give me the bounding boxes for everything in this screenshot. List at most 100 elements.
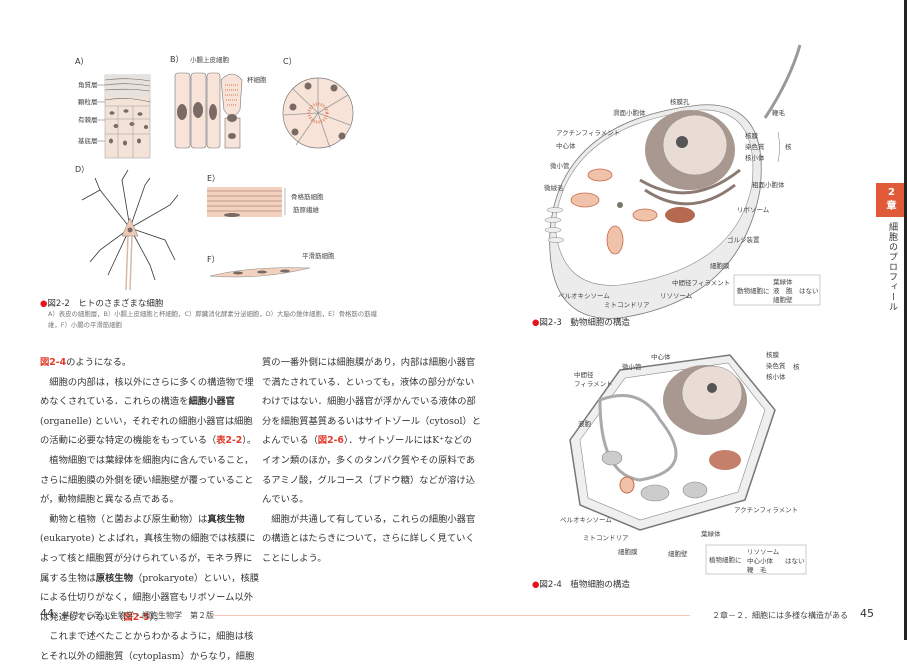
label-peroxisome: ペルオキシソーム xyxy=(560,516,612,524)
text-segment: (eukaryote) とよばれ，真核生物の細胞では核膜に xyxy=(40,533,256,545)
footer-divider xyxy=(212,615,690,616)
key-term: 細胞小器官 xyxy=(188,396,235,408)
key-term: 真核生物 xyxy=(207,513,245,525)
text-segment: んでいる。 xyxy=(262,494,309,506)
text-line: の活動に必要な特定の機能をもっている（表2-2）。 xyxy=(40,431,256,451)
fig2-4-caption: ●図2-4 植物細胞の構造 xyxy=(532,578,630,590)
label-nucleus: 核 xyxy=(793,362,800,371)
bullet-icon: ● xyxy=(532,580,540,590)
label-centrosome: 中心体 xyxy=(556,141,576,150)
text-segment: で満たされている．といっても，液体の部分がない xyxy=(262,376,475,388)
label-stratum-basale: 基底層 xyxy=(78,136,98,145)
panel-label-c: C） xyxy=(283,57,297,66)
text-segment: 植物細胞では葉緑体を細胞内に含んでいること， xyxy=(40,454,254,466)
figure-reference-link[interactable]: 表2-2 xyxy=(216,435,243,447)
text-segment: めなくされている．これらの構造を xyxy=(40,396,189,408)
label-chloroplast: 葉緑体 xyxy=(701,529,721,538)
caption-title: 動物細胞の構造 xyxy=(570,318,630,328)
fig2-2-panel-b: B） 小腸上皮細胞 杯細胞 xyxy=(170,55,267,149)
figure-reference-link[interactable]: 図2-5 xyxy=(123,611,150,623)
caption-title: ヒトのさまざまな細胞 xyxy=(78,299,164,309)
text-segment: の構造とはたらきについて，さらに詳しく見ていく xyxy=(262,533,475,545)
label-actin-filament: アクチンフィラメント xyxy=(556,129,620,137)
text-segment: による仕切りがなく，細胞小器官もリボソーム以外 xyxy=(40,592,253,604)
text-line: 属する生物は原核生物（prokaryote）といい，核膜 xyxy=(40,569,259,589)
text-segment: 細胞の内部は，核以外にさらに多くの構造物で埋 xyxy=(40,376,254,388)
fig2-2-subcaption: A）表皮の細胞層，B）小腸上皮細胞と杯細胞，C）膵臓消化酵素分泌細胞，D）大脳の… xyxy=(48,310,377,329)
chapter-title-vertical: 細胞のプロフィール xyxy=(887,222,897,312)
label-microvilli: 微絨毛 xyxy=(544,183,564,192)
label-lysosome: リソソーム xyxy=(660,292,693,300)
label-nucleolus: 核小体 xyxy=(766,372,786,381)
panel-label-b: B） xyxy=(170,55,184,64)
label-intermediate-filament: 中間径 xyxy=(574,370,594,379)
note-prefix: 植物細胞に xyxy=(709,555,742,564)
text-segment: わけではない．細胞小器官が浮かんでいる液体の部 xyxy=(262,396,476,408)
text-segment: ）．サイトゾールにはK⁺などの xyxy=(343,435,472,447)
text-line: で満たされている．といっても，液体の部分がない xyxy=(262,373,476,393)
text-line: これまで述べたことからわかるように，細胞は核 xyxy=(40,627,254,647)
panel-label-f: F） xyxy=(207,255,220,264)
note-item: 葉緑体 xyxy=(773,277,793,286)
fig2-2-caption: ●図2-2 ヒトのさまざまな細胞 xyxy=(40,297,163,309)
text-line: さらに細胞膜の外側を硬い細胞壁が覆っていること xyxy=(40,471,254,491)
text-segment: さらに細胞膜の外側を硬い細胞壁が覆っていること xyxy=(40,474,254,486)
label-nucleus: 核 xyxy=(785,142,792,151)
label-rough-er: 粗面小胞体 xyxy=(752,180,785,189)
label-stratum-granulosum: 顆粒層 xyxy=(78,97,98,106)
label-smooth-er: 滑面小胞体 xyxy=(613,108,646,117)
label-microtubule: 微小管 xyxy=(550,161,570,170)
text-segment: のようになる。 xyxy=(66,357,132,368)
text-segment: ことにしよう。 xyxy=(262,552,327,564)
text-segment: 細胞が共通して有している，これらの細胞小器官 xyxy=(262,513,476,525)
section-title: ２章－２．細胞には多様な構造がある xyxy=(712,611,848,620)
figure-reference-link[interactable]: 図2-4 xyxy=(40,357,67,368)
fig2-2-panel-e: E） 骨格筋細胞 筋原繊維 xyxy=(207,174,324,217)
page-number-right: 45 xyxy=(860,607,874,620)
text-line: めなくされている．これらの構造を細胞小器官 xyxy=(40,392,254,412)
note-item: リソソーム xyxy=(747,548,780,556)
label-stratum-corneum: 角質層 xyxy=(78,80,98,89)
fig2-4-plant-cell: 中心体 微小管 中間径 フィラメント 液胞 核膜 染色質 核小体 核 アクチンフ… xyxy=(560,350,807,575)
label-mitochondria: ミトコンドリア xyxy=(583,534,629,542)
text-line: イオン類のほか，多くのタンパク質やその原料であ xyxy=(262,451,476,471)
label-stratum-spinosum: 有棘層 xyxy=(78,115,98,124)
text-segment: の活動に必要な特定の機能をもっている（ xyxy=(40,435,217,447)
label-centrosome: 中心体 xyxy=(651,352,671,361)
text-segment: (organelle) といい，それぞれの細胞小器官は細胞 xyxy=(40,415,253,427)
text-line: 図2-4のようになる。 xyxy=(40,353,254,373)
label-vacuole: 液胞 xyxy=(578,419,592,428)
caption-number: 図2-3 xyxy=(539,318,562,328)
caption-number: 図2-2 xyxy=(47,299,70,309)
caption-title: 植物細胞の構造 xyxy=(570,580,630,590)
key-term: 原核生物 xyxy=(95,572,133,584)
note-item: 液 胞 xyxy=(773,286,793,295)
text-line: 質の一番外側には細胞膜があり，内部は細胞小器官 xyxy=(262,353,476,373)
text-segment: が，動物細胞と異なる点である。 xyxy=(40,494,179,506)
note-item: 細胞壁 xyxy=(773,295,793,304)
text-segment: よって核と細胞質が分けられているが，モネラ界に xyxy=(40,552,253,564)
text-line: んでいる。 xyxy=(262,490,476,510)
figure-reference-link[interactable]: 図2-6 xyxy=(317,435,344,447)
text-line: が，動物細胞と異なる点である。 xyxy=(40,490,254,510)
page-edge xyxy=(904,0,907,640)
figures: A） 角質層 顆粒層 有棘層 基底層 B） 小腸上皮細胞 杯細胞 C） D） xyxy=(75,44,821,575)
label-ribosome: リボソーム xyxy=(737,206,770,214)
text-segment: 分を細胞質基質あるいはサイトゾール（cytosol）と xyxy=(262,415,482,427)
text-segment: よんでいる（ xyxy=(262,435,318,447)
text-line: 分を細胞質基質あるいはサイトゾール（cytosol）と xyxy=(262,412,481,432)
label-cell-membrane: 細胞膜 xyxy=(710,261,730,270)
label-nuclear-pore: 核膜孔 xyxy=(670,97,690,106)
bullet-icon: ● xyxy=(40,299,48,309)
caption-number: 図2-4 xyxy=(539,580,562,590)
label-chromatin: 染色質 xyxy=(766,361,786,370)
chapter-tab: 2 章 xyxy=(876,183,907,217)
label-peroxisome: ペルオキシソーム xyxy=(558,292,610,300)
text-segment: イオン類のほか，多くのタンパク質やその原料であ xyxy=(262,454,476,466)
text-line: 植物細胞では葉緑体を細胞内に含んでいること， xyxy=(40,451,254,471)
label-intermediate-filament: 中間径フィラメント xyxy=(672,278,730,287)
text-line: よって核と細胞質が分けられているが，モネラ界に xyxy=(40,549,254,569)
fig2-2-panel-f: F） 平滑筋細胞 xyxy=(207,251,335,278)
text-segment: 質の一番外側には細胞膜があり，内部は細胞小器官 xyxy=(262,357,476,368)
panel-label-d: D） xyxy=(75,165,89,174)
